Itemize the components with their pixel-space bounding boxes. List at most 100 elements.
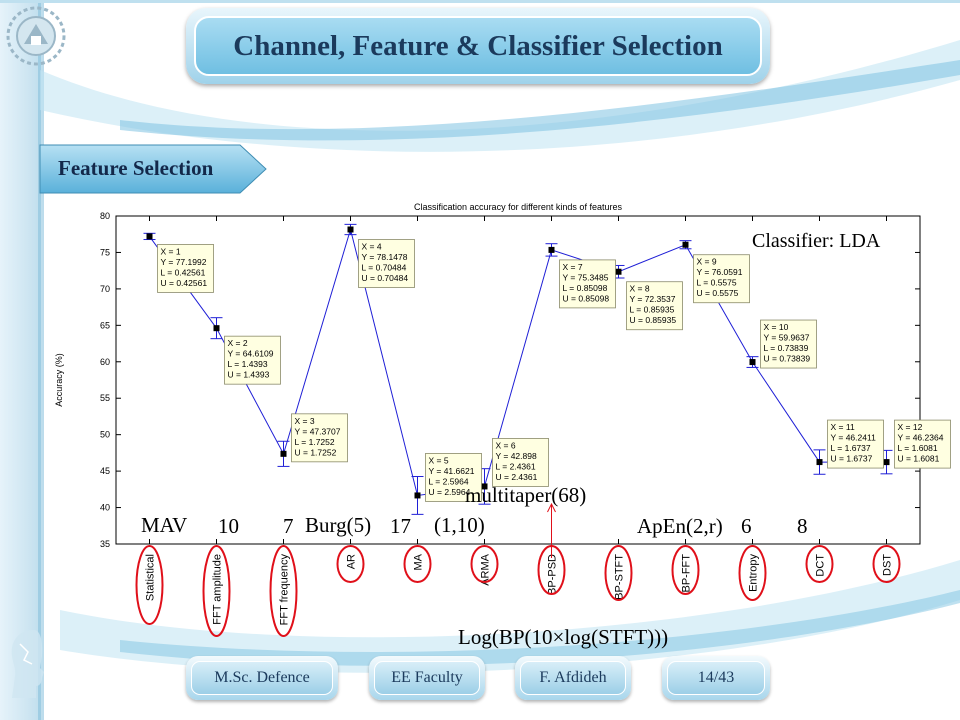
datatip-line: Y = 46.2364 bbox=[898, 433, 944, 443]
datatip-line: U = 1.7252 bbox=[295, 447, 337, 457]
classifier-label: Classifier: LDA bbox=[752, 230, 881, 252]
datatip-line: X = 8 bbox=[630, 284, 650, 294]
datatip-line: X = 1 bbox=[161, 246, 181, 256]
datatip-line: X = 5 bbox=[429, 455, 449, 465]
data-point bbox=[548, 246, 555, 253]
y-tick-label: 80 bbox=[100, 211, 110, 221]
arma-order-label: (1,10) bbox=[434, 513, 485, 537]
category-item: ARMA bbox=[470, 545, 499, 586]
datatip-line: X = 9 bbox=[697, 257, 717, 267]
datatip-line: Y = 75.3485 bbox=[563, 272, 609, 282]
datatip-line: Y = 76.0591 bbox=[697, 267, 743, 277]
fft-amplitude-count: 10 bbox=[218, 514, 239, 538]
datatip-line: X = 6 bbox=[496, 440, 516, 450]
category-label: FFT frequency bbox=[279, 554, 291, 626]
data-point bbox=[816, 459, 823, 466]
left-decor-bar bbox=[0, 0, 44, 720]
footer-author-button[interactable]: F. Afdideh bbox=[515, 656, 631, 700]
datatip-box bbox=[894, 419, 951, 469]
log-bp-label: Log(BP(10×log(STFT))) bbox=[458, 625, 669, 649]
y-tick-label: 70 bbox=[100, 284, 110, 294]
datatip-line: X = 12 bbox=[898, 422, 923, 432]
dct-count: 6 bbox=[741, 514, 752, 538]
category-label: BP-FFT bbox=[681, 554, 693, 593]
burg-order-label: Burg(5) bbox=[305, 513, 372, 537]
datatip-line: U = 1.6737 bbox=[831, 454, 873, 464]
data-point bbox=[280, 450, 287, 457]
datatip-line: L = 0.85935 bbox=[630, 305, 675, 315]
datatip-box bbox=[157, 244, 214, 293]
datatip-line: Y = 72.3537 bbox=[630, 294, 676, 304]
datatip-box bbox=[559, 259, 616, 309]
datatip-line: Y = 64.6109 bbox=[228, 349, 274, 359]
category-label: Entropy bbox=[748, 554, 760, 592]
category-item: Statistical bbox=[135, 545, 164, 625]
datatip-box bbox=[693, 254, 750, 304]
category-ellipse bbox=[202, 545, 231, 637]
university-logo bbox=[6, 6, 66, 66]
mav-label: MAV bbox=[141, 513, 188, 537]
datatip-line: U = 0.5575 bbox=[697, 288, 739, 298]
y-tick-label: 65 bbox=[100, 320, 110, 330]
category-item: BP-FFT bbox=[671, 545, 700, 595]
category-ellipse bbox=[805, 545, 834, 583]
datatip-line: U = 1.4393 bbox=[228, 370, 270, 380]
title-banner: Channel, Feature & Classifier Selection bbox=[186, 8, 770, 84]
footer-defence-label: M.Sc. Defence bbox=[214, 669, 310, 686]
category-ellipse bbox=[269, 545, 298, 637]
category-ellipse bbox=[336, 545, 365, 583]
data-point bbox=[213, 325, 220, 332]
datatip-line: X = 4 bbox=[362, 242, 382, 252]
y-tick-label: 55 bbox=[100, 393, 110, 403]
footer-faculty-button[interactable]: EE Faculty bbox=[369, 656, 485, 700]
category-item: BP-STFT bbox=[604, 545, 633, 601]
datatip-line: X = 2 bbox=[228, 338, 248, 348]
category-label: FFT amplitude bbox=[212, 554, 224, 625]
datatip-box bbox=[291, 413, 348, 463]
y-tick-label: 45 bbox=[100, 466, 110, 476]
datatip-line: L = 1.7252 bbox=[295, 437, 335, 447]
datatip-line: X = 7 bbox=[563, 262, 583, 272]
datatip-box bbox=[425, 453, 482, 502]
datatip-line: L = 0.42561 bbox=[161, 267, 206, 277]
ma-order-label: 17 bbox=[390, 514, 411, 538]
footer-defence-button[interactable]: M.Sc. Defence bbox=[186, 656, 338, 700]
datatip-line: U = 0.70484 bbox=[362, 273, 409, 283]
category-item: DST bbox=[872, 545, 901, 583]
datatip-line: U = 0.85098 bbox=[563, 293, 610, 303]
datatip-line: L = 0.5575 bbox=[697, 278, 737, 288]
data-point bbox=[347, 226, 354, 233]
category-label: BP-PSD bbox=[547, 554, 559, 595]
data-point bbox=[749, 359, 756, 366]
datatip-line: L = 0.70484 bbox=[362, 263, 407, 273]
datatip-line: L = 1.4393 bbox=[228, 359, 268, 369]
datatip-line: U = 0.73839 bbox=[764, 354, 811, 364]
category-ellipse bbox=[738, 545, 767, 601]
category-label: DCT bbox=[815, 554, 827, 577]
footer-page-number: 14/43 bbox=[697, 669, 735, 686]
category-item: Entropy bbox=[738, 545, 767, 601]
datatip-box bbox=[224, 335, 281, 385]
y-tick-label: 40 bbox=[100, 503, 110, 513]
slide-title: Channel, Feature & Classifier Selection bbox=[233, 29, 723, 62]
footer-page-button[interactable]: 14/43 bbox=[662, 656, 770, 700]
datatip-line: X = 11 bbox=[831, 422, 855, 432]
datatip-line: Y = 59.9637 bbox=[764, 333, 810, 343]
datatip-line: L = 1.6737 bbox=[831, 443, 871, 453]
y-tick-label: 75 bbox=[100, 247, 110, 257]
category-ellipse bbox=[872, 545, 901, 583]
datatip-box bbox=[492, 438, 549, 487]
data-point bbox=[146, 233, 153, 240]
datatip-line: Y = 46.2411 bbox=[831, 433, 877, 443]
dst-count: 8 bbox=[797, 514, 808, 538]
category-item: FFT frequency bbox=[269, 545, 298, 637]
